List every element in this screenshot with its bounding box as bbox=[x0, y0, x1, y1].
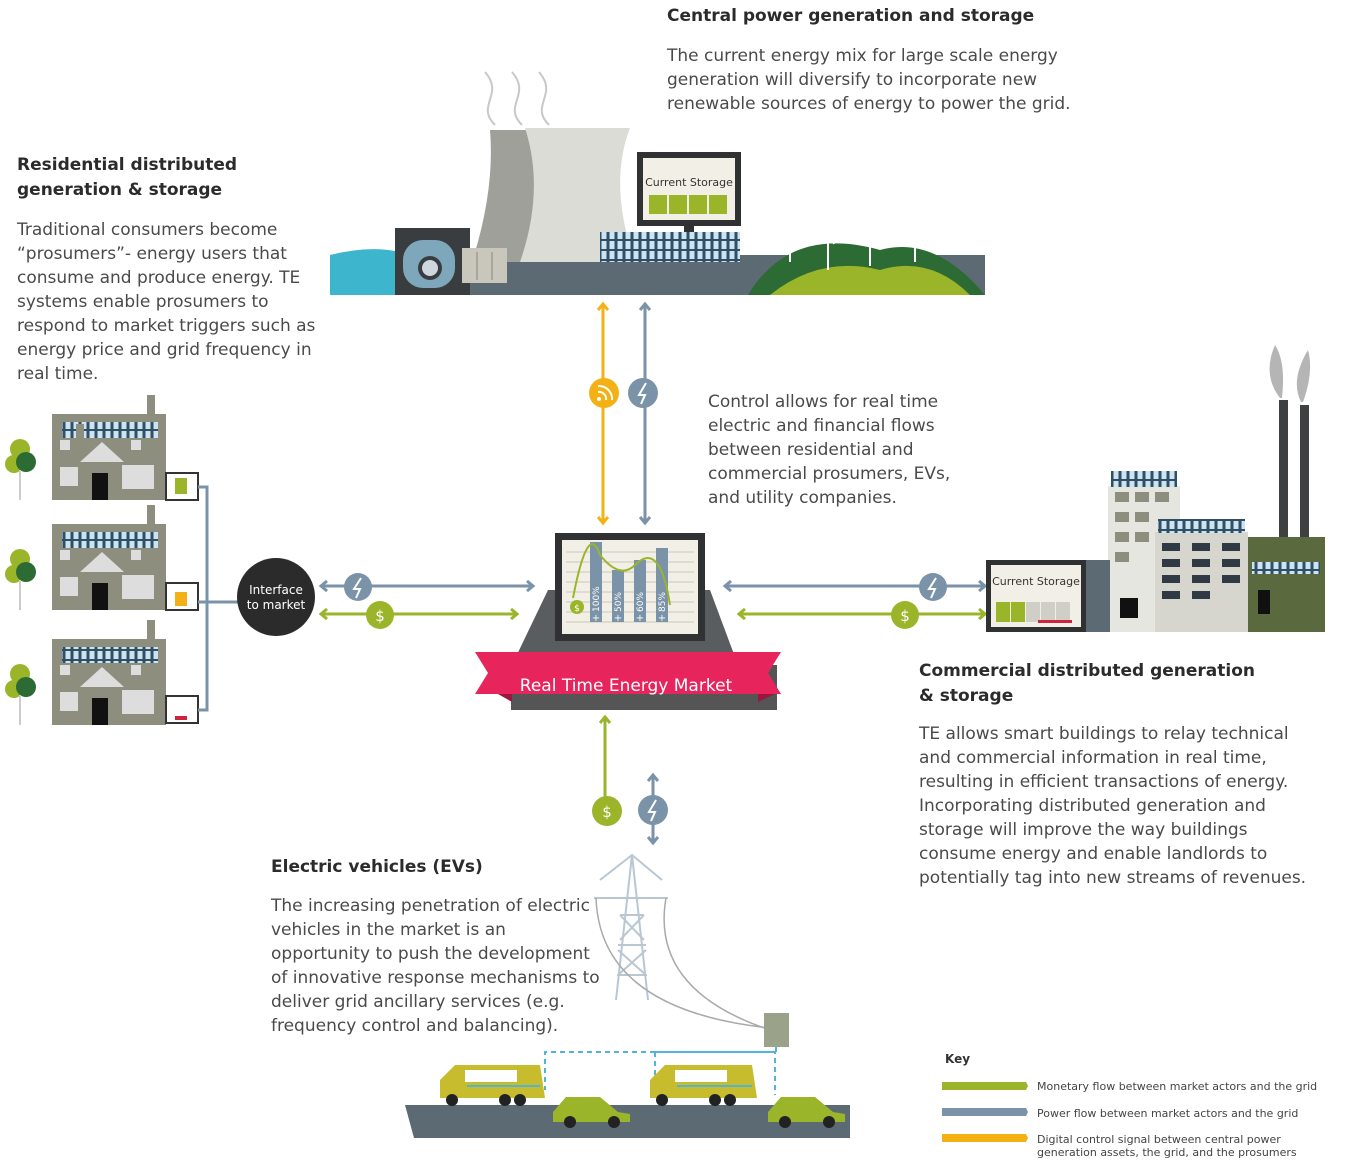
dollar-icon: $ bbox=[891, 601, 919, 629]
house bbox=[5, 620, 199, 725]
market-monitor: 100%+50%+60%+85%+ $ bbox=[511, 533, 777, 710]
water-reservoir bbox=[330, 249, 400, 295]
lightning-icon bbox=[344, 573, 372, 601]
residential-title-2: generation & storage bbox=[17, 180, 223, 200]
commercial-buildings: Current Storage bbox=[986, 345, 1325, 632]
lightning-icon bbox=[919, 573, 947, 601]
steam-icon bbox=[484, 71, 496, 126]
dollar-icon: $ bbox=[570, 600, 584, 614]
market-bar-plus: + bbox=[592, 613, 600, 624]
ev-car bbox=[768, 1097, 845, 1128]
residential-body: Traditional consumers become “prosumers”… bbox=[17, 220, 316, 384]
ev-body: The increasing penetration of electric v… bbox=[271, 896, 600, 1036]
smoke-icon bbox=[1296, 350, 1311, 402]
transmission-pylon bbox=[594, 853, 668, 1001]
market-bar bbox=[590, 542, 602, 622]
key-monetary-swatch bbox=[942, 1082, 1028, 1090]
svg-text:$: $ bbox=[574, 604, 580, 614]
key-control-label-2: generation assets, the grid, and the pro… bbox=[1037, 1146, 1297, 1159]
key-power-swatch bbox=[942, 1108, 1028, 1116]
market-bar-label: 100% bbox=[592, 586, 602, 612]
residential-houses bbox=[5, 395, 238, 725]
solar-farm bbox=[600, 232, 740, 262]
battery-cells-full bbox=[649, 195, 727, 214]
central-power-plant: Current Storage bbox=[330, 71, 985, 295]
wifi-signal-icon bbox=[589, 378, 619, 408]
residential-title-1: Residential distributed bbox=[17, 155, 238, 175]
ev-car bbox=[553, 1097, 630, 1128]
house bbox=[5, 395, 199, 501]
market-bar-label: 85% bbox=[658, 592, 668, 612]
market-bar-plus: + bbox=[636, 613, 644, 624]
central-title: Central power generation and storage bbox=[667, 6, 1035, 26]
steam-icon bbox=[538, 71, 550, 126]
control-body: Control allows for real time electric an… bbox=[708, 392, 951, 508]
commercial-title-2: & storage bbox=[919, 686, 1014, 706]
svg-text:$: $ bbox=[375, 607, 385, 625]
ev-title: Electric vehicles (EVs) bbox=[271, 857, 483, 877]
green-hill bbox=[770, 265, 970, 295]
smoke-icon bbox=[1269, 345, 1284, 398]
commercial-body: TE allows smart buildings to relay techn… bbox=[919, 724, 1307, 888]
house bbox=[5, 505, 199, 611]
interface-to-market: Interface to market bbox=[237, 558, 315, 636]
key-control-label-1: Digital control signal between central p… bbox=[1037, 1133, 1281, 1146]
market-bar-label: 60% bbox=[636, 592, 646, 612]
interface-label-1: Interface bbox=[249, 583, 303, 597]
ev-van bbox=[440, 1065, 545, 1106]
charging-link bbox=[544, 1047, 777, 1095]
commercial-storage-label: Current Storage bbox=[992, 575, 1080, 588]
dollar-icon: $ bbox=[592, 796, 622, 826]
lightning-icon bbox=[628, 378, 658, 408]
lightning-icon bbox=[638, 795, 668, 825]
commercial-title-1: Commercial distributed generation bbox=[919, 661, 1256, 681]
battery-cells-partial bbox=[996, 602, 1072, 623]
key-monetary-label: Monetary flow between market actors and … bbox=[1037, 1080, 1318, 1093]
price-curve bbox=[572, 543, 671, 606]
market-banner-label: Real Time Energy Market bbox=[520, 676, 733, 696]
interface-label-2: to market bbox=[247, 598, 306, 612]
central-body: The current energy mix for large scale e… bbox=[667, 46, 1071, 114]
key-power-label: Power flow between market actors and the… bbox=[1037, 1107, 1299, 1120]
market-banner: Real Time Energy Market bbox=[475, 652, 781, 702]
market-bar-label: 50% bbox=[614, 592, 624, 612]
svg-text:$: $ bbox=[900, 607, 910, 625]
dollar-icon: $ bbox=[366, 601, 394, 629]
ev-road bbox=[405, 1065, 850, 1138]
svg-text:$: $ bbox=[602, 803, 612, 821]
steam-icon bbox=[511, 71, 523, 126]
key-title: Key bbox=[945, 1052, 971, 1066]
key-control-swatch bbox=[942, 1134, 1028, 1142]
market-bar bbox=[612, 570, 624, 622]
ev-van bbox=[650, 1065, 757, 1106]
market-bar bbox=[634, 560, 646, 622]
central-storage-label: Current Storage bbox=[645, 176, 733, 189]
market-bar-plus: + bbox=[614, 613, 622, 624]
cooling-tower bbox=[520, 128, 635, 262]
wind-turbine-icon bbox=[767, 179, 933, 270]
charging-box bbox=[764, 1013, 789, 1047]
market-bar-plus: + bbox=[658, 613, 666, 624]
key-swatches bbox=[942, 1082, 1028, 1142]
